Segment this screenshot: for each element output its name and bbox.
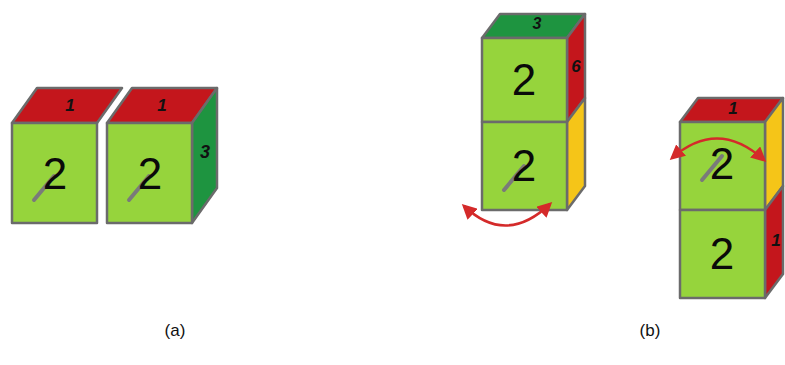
face-number: 2 [512, 144, 536, 188]
face-number: 2 [710, 232, 734, 276]
face-number: 1 [65, 97, 74, 114]
face-number: 6 [571, 58, 580, 75]
face-number: 2 [138, 152, 162, 196]
face-number: 2 [43, 152, 67, 196]
panel-caption: (a) [165, 322, 186, 339]
face-number: 2 [512, 58, 536, 102]
face-number: 1 [157, 97, 166, 114]
panel-caption: (b) [640, 322, 661, 339]
face-number: 3 [200, 143, 210, 161]
face-number: 2 [710, 142, 734, 186]
face-number: 1 [771, 232, 780, 249]
face-number: 3 [533, 16, 542, 32]
face-number: 1 [728, 100, 737, 117]
